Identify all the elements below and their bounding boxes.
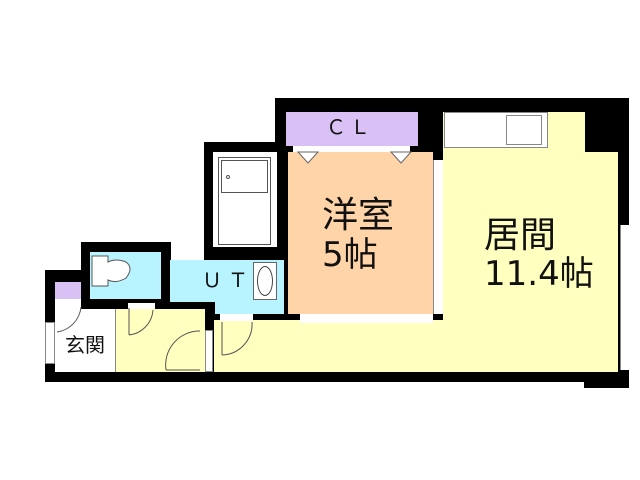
entrance-door xyxy=(45,322,55,364)
room-living-lower xyxy=(214,320,618,372)
room-western-size: 5帖 xyxy=(322,235,378,275)
shoe-cabinet-edge xyxy=(55,299,81,309)
room-bath xyxy=(213,152,277,247)
bathtub-icon xyxy=(218,157,271,245)
room-unit-bath-name: ＵＴ xyxy=(202,268,254,292)
room-entrance xyxy=(55,309,115,372)
hallway-door xyxy=(205,330,213,372)
room-western xyxy=(288,152,433,314)
closet-door-icon xyxy=(296,151,413,164)
room-hallway xyxy=(115,309,205,372)
room-closet xyxy=(286,112,418,146)
western-window-right xyxy=(433,160,443,314)
bath-drain xyxy=(226,175,230,179)
room-living-name: 居間 xyxy=(484,215,557,256)
kitchen-sink xyxy=(506,115,542,145)
window-right xyxy=(620,225,629,370)
toilet-icon xyxy=(91,255,131,287)
western-door-bottom xyxy=(300,314,433,323)
room-living-size: 11.4帖 xyxy=(484,254,594,294)
closet-door-track xyxy=(293,146,410,154)
room-closet-name: ＣＬ xyxy=(326,115,374,139)
room-living-right xyxy=(585,152,618,372)
washbasin-bowl xyxy=(257,266,273,296)
ut-door-track xyxy=(220,314,253,321)
shoe-cabinet xyxy=(55,282,81,299)
toilet-door-track xyxy=(128,303,155,310)
room-unit-bath-lower xyxy=(215,300,284,314)
room-entrance-name: 玄関 xyxy=(65,333,105,357)
room-western-name: 洋室 xyxy=(322,195,395,236)
bathtub-inner xyxy=(221,160,268,193)
